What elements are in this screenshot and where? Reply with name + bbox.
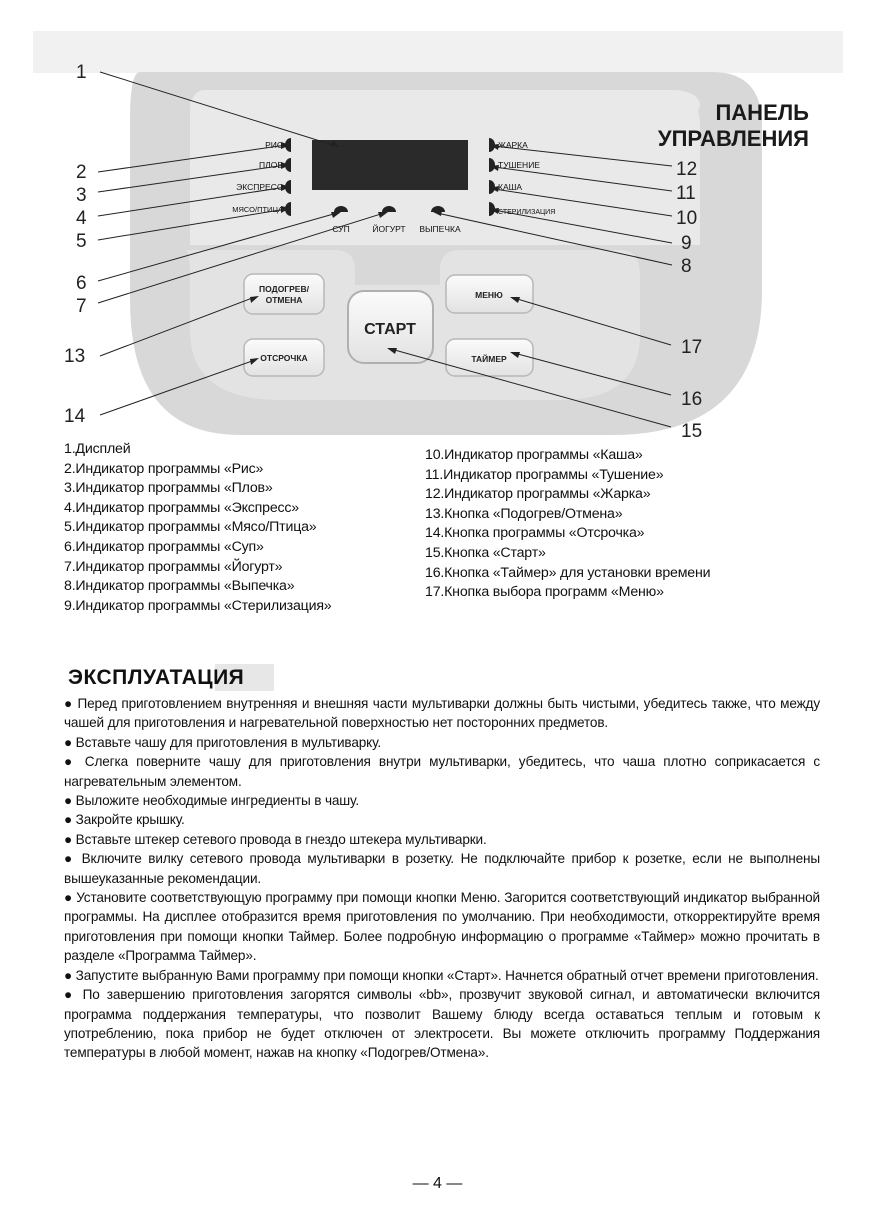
indicator-label-ris: РИС	[265, 140, 283, 150]
callout-16: 16	[681, 389, 702, 410]
legend-item: 16.Кнопка «Таймер» для установки времени	[425, 564, 711, 581]
instruction-paragraph: ● Перед приготовлением внутренняя и внеш…	[64, 696, 820, 731]
indicator-label-plov: ПЛОВ	[259, 160, 283, 170]
legend-item: 13.Кнопка «Подогрев/Отмена»	[425, 505, 623, 522]
delay-button[interactable]	[243, 338, 325, 377]
legend-item: 11.Индикатор программы «Тушение»	[425, 466, 664, 483]
indicator-kasha-led	[489, 180, 495, 194]
legend-item: 8.Индикатор программы «Выпечка»	[64, 578, 295, 595]
legend-item: 5.Индикатор программы «Мясо/Птица»	[64, 519, 317, 536]
callout-1: 1	[76, 62, 87, 83]
callout-10: 10	[676, 208, 697, 229]
menu-button[interactable]	[445, 274, 534, 314]
legend-left: 1.Дисплей 2.Индикатор программы «Рис» 3.…	[64, 440, 332, 616]
panel-title-line-2: УПРАВЛЕНИЯ	[657, 126, 809, 151]
callout-12: 12	[676, 159, 697, 180]
callout-7: 7	[76, 296, 87, 317]
indicator-label-kasha: КАША	[498, 182, 522, 192]
legend-item: 1.Дисплей	[64, 441, 131, 457]
instruction-paragraph: ● Вставьте штекер сетевого провода в гне…	[64, 831, 487, 847]
indicator-yogurt-led	[382, 206, 396, 212]
legend-item: 9.Индикатор программы «Стерилизация»	[64, 597, 332, 614]
callout-17: 17	[681, 337, 702, 358]
top-band	[33, 31, 843, 73]
legend-item: 3.Индикатор программы «Плов»	[64, 480, 273, 497]
callout-8: 8	[681, 256, 692, 277]
timer-label: ТАЙМЕР	[471, 353, 507, 364]
reheat-label-1: ПОДОГРЕВ/	[259, 284, 310, 294]
instruction-paragraph: ● Закройте крышку.	[64, 812, 185, 828]
instruction-paragraph: ● Слегка поверните чашу для приготовлени…	[64, 754, 820, 789]
indicator-label-tushenie: ТУШЕНИЕ	[498, 160, 540, 170]
reheat-cancel-button[interactable]	[243, 273, 325, 315]
display-screen	[312, 140, 468, 190]
legend-item: 12.Индикатор программы «Жарка»	[425, 486, 651, 503]
callout-15: 15	[681, 421, 702, 440]
callout-4: 4	[76, 208, 87, 229]
menu-label: МЕНЮ	[475, 290, 503, 300]
instructions-body: ● Перед приготовлением внутренняя и внеш…	[64, 694, 820, 1063]
callout-9: 9	[681, 233, 692, 254]
indicator-label-steril: СТЕРИЛИЗАЦИЯ	[498, 209, 555, 216]
instruction-paragraph: ● Запустите выбранную Вами программу при…	[64, 967, 819, 983]
panel-title: ПАНЕЛЬ УПРАВЛЕНИЯ	[658, 100, 809, 152]
instruction-paragraph: ● Выложите необходимые ингредиенты в чаш…	[64, 793, 359, 809]
indicator-label-zharka: ЖАРКА	[498, 140, 528, 150]
indicator-label-sup: СУП	[332, 224, 349, 234]
legend-item: 6.Индикатор программы «Суп»	[64, 538, 264, 555]
reheat-label-2: ОТМЕНА	[266, 295, 303, 305]
legend-item: 10.Индикатор программы «Каша»	[425, 447, 643, 463]
start-button[interactable]	[347, 290, 434, 364]
indicator-label-bake: ВЫПЕЧКА	[419, 224, 461, 234]
indicator-tushenie-led	[489, 158, 495, 172]
instruction-paragraph: ● Вставьте чашу для приготовления в муль…	[64, 734, 382, 750]
callout-6: 6	[76, 273, 87, 294]
start-label: СТАРТ	[364, 321, 416, 338]
legend-item: 2.Индикатор программы «Рис»	[64, 460, 264, 477]
legend-item: 4.Индикатор программы «Экспресс»	[64, 499, 299, 516]
panel-title-line-1: ПАНЕЛЬ	[715, 100, 809, 125]
callout-3: 3	[76, 185, 87, 206]
indicator-sup-led	[334, 206, 348, 212]
section-title: ЭКСПЛУАТАЦИЯ	[64, 664, 275, 691]
callout-13: 13	[64, 346, 85, 367]
legend-item: 17.Кнопка выбора программ «Меню»	[425, 584, 664, 601]
instruction-paragraph: ● По завершению приготовления загорятся …	[64, 987, 820, 1061]
page-number: — 4 —	[412, 1175, 463, 1192]
indicator-label-express: ЭКСПРЕСС	[236, 182, 283, 192]
legend-item: 14.Кнопка программы «Отсрочка»	[425, 525, 645, 542]
indicator-label-meat: МЯСО/ПТИЦА	[232, 205, 283, 214]
callout-2: 2	[76, 162, 87, 183]
callout-lines	[97, 71, 673, 428]
legend-item: 15.Кнопка «Старт»	[425, 544, 546, 561]
indicator-label-yogurt: ЙОГУРТ	[372, 223, 405, 234]
instruction-paragraph: ● Включите вилку сетевого провода мульти…	[64, 851, 820, 886]
control-panel-diagram: РИС ПЛОВ ЭКСПРЕСС МЯСО/ПТИЦА ЖАРКА ТУШЕН…	[64, 62, 762, 440]
callout-14: 14	[64, 406, 86, 427]
callout-arrowheads	[250, 141, 520, 365]
legend-right: 10.Индикатор программы «Каша» 11.Индикат…	[425, 446, 711, 603]
instruction-paragraph: ● Установите соответствующую программу п…	[64, 890, 820, 964]
legend-item: 7.Индикатор программы «Йогурт»	[64, 558, 283, 575]
delay-label: ОТСРОЧКА	[260, 353, 307, 363]
callout-5: 5	[76, 231, 87, 252]
callout-11: 11	[676, 183, 696, 204]
